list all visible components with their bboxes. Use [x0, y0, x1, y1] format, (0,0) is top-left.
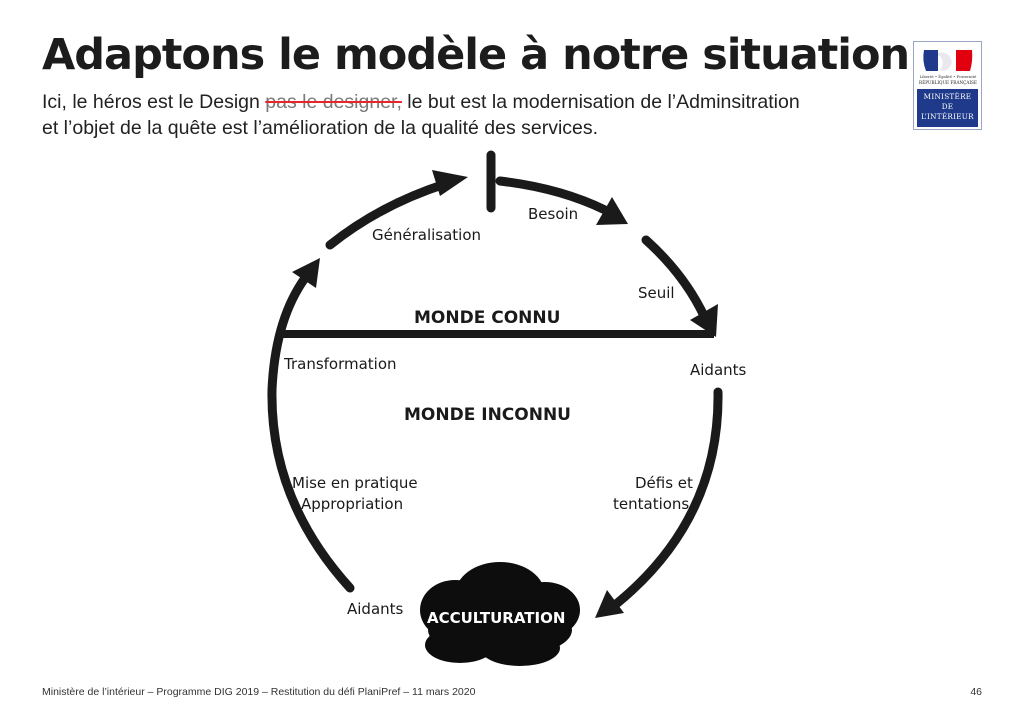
- subtitle-part2: le but est la modernisation de l’Adminsi…: [401, 91, 800, 113]
- slide-footer: Ministère de l’intérieur – Programme DIG…: [42, 686, 476, 698]
- label-besoin: Besoin: [528, 205, 578, 223]
- logo-line-3: L’INTÉRIEUR: [921, 112, 974, 121]
- arc-seuil: [641, 235, 710, 323]
- logo-republic: RÉPUBLIQUE FRANÇAISE: [919, 80, 977, 85]
- slide-subtitle: Ici, le héros est le Design pas le desig…: [42, 89, 902, 141]
- label-monde-inconnu: MONDE INCONNU: [404, 405, 571, 425]
- logo-ministry-name: MINISTÈRE DE L’INTÉRIEUR: [917, 89, 978, 127]
- arrowhead-transformation-icon: [292, 258, 320, 288]
- logo-line-1: MINISTÈRE: [923, 92, 972, 101]
- label-seuil: Seuil: [638, 284, 675, 302]
- label-transformation: Transformation: [283, 355, 397, 373]
- page-number: 46: [970, 686, 982, 698]
- label-monde-connu: MONDE CONNU: [414, 308, 560, 328]
- arrowhead-seuil-icon: [690, 304, 718, 337]
- label-mise-en-pratique: Mise en pratique: [292, 474, 418, 492]
- slide-title: Adaptons le modèle à notre situation: [42, 30, 910, 80]
- subtitle-line2: et l’objet de la quête est l’amélioratio…: [42, 117, 599, 139]
- arrowhead-besoin-icon: [596, 197, 628, 225]
- label-defis-et: Défis et: [635, 474, 693, 492]
- marianne-flag-icon: [920, 47, 975, 72]
- logo-motto: Liberté • Égalité • Fraternité: [919, 74, 977, 79]
- label-generalisation: Généralisation: [372, 226, 481, 244]
- arrowhead-defis-icon: [595, 590, 624, 618]
- arc-generalisation: [325, 179, 450, 250]
- arrowhead-generalisation-icon: [432, 170, 468, 196]
- label-aidants-bottom: Aidants: [347, 600, 404, 618]
- logo-line-2: DE: [941, 102, 954, 111]
- arc-defis: [610, 387, 723, 610]
- ministere-interieur-logo: Liberté • Égalité • Fraternité RÉPUBLIQU…: [913, 41, 982, 130]
- label-aidants-right: Aidants: [690, 361, 747, 379]
- label-acculturation: ACCULTURATION: [427, 609, 565, 627]
- arc-besoin: [495, 176, 610, 215]
- label-appropriation: Appropriation: [301, 495, 403, 513]
- subtitle-struck-text: pas le designer,: [265, 91, 402, 113]
- arc-transformation: [267, 273, 355, 593]
- label-tentations: tentations: [613, 495, 689, 513]
- acculturation-cloud: [420, 562, 580, 666]
- subtitle-part1: Ici, le héros est le Design: [42, 91, 266, 113]
